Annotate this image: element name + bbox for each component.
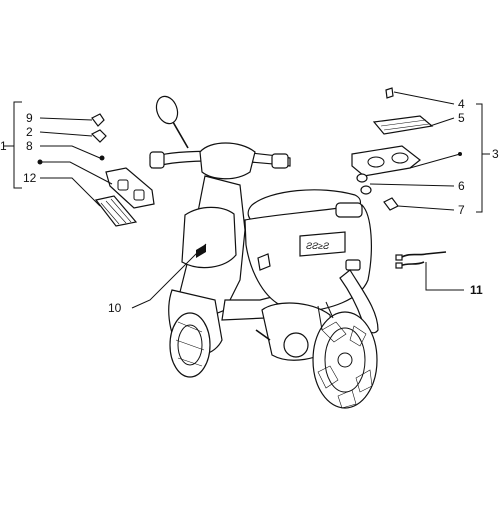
callout-6: 6	[458, 179, 465, 193]
leader-lines	[4, 91, 490, 309]
callout-4: 4	[458, 97, 465, 111]
part-2-bulb	[90, 129, 107, 143]
mirror-glass	[155, 95, 179, 125]
right-bracket	[476, 103, 483, 213]
callout-12: 12	[23, 171, 37, 185]
engine-cover	[283, 332, 309, 358]
loose-parts	[37, 87, 447, 269]
part-7-bulb	[383, 197, 399, 211]
left-bracket	[13, 101, 22, 189]
leader-10	[131, 243, 207, 309]
headset	[199, 142, 256, 180]
leader-7	[397, 205, 455, 211]
part-9-bulb	[91, 113, 105, 127]
lens-ribbing	[100, 198, 132, 225]
rear-panel-logo	[299, 231, 346, 257]
front-tread	[175, 321, 205, 367]
leader-3-dot	[458, 152, 462, 156]
callout-10: 10	[108, 301, 122, 315]
rear-hub	[337, 352, 353, 368]
part-4-screw	[385, 87, 394, 99]
cable-connector-b	[395, 262, 403, 269]
side-marker	[257, 253, 271, 271]
cable-connector-a	[395, 254, 403, 261]
part-8-screw	[99, 155, 105, 161]
callout-1: 1	[0, 139, 7, 153]
callout-2: 2	[26, 125, 33, 139]
rear-reflector	[345, 259, 361, 271]
rear-tire	[312, 311, 378, 409]
logo-mark: ƧƧ≥Ƨ	[306, 241, 329, 251]
callout-labels: 1 9 2 8 12 4 5 3 6 7 10 11	[0, 97, 499, 315]
side-panel	[181, 206, 237, 269]
rear-shock	[317, 301, 334, 331]
callout-7: 7	[458, 203, 465, 217]
tail-light	[335, 202, 363, 218]
part-6-bulb-a	[356, 173, 368, 183]
mirror-stem	[172, 121, 189, 149]
scooter-illustration: ƧƧ≥Ƨ	[149, 95, 379, 409]
housing-socket-b	[391, 152, 409, 164]
callout-3: 3	[492, 147, 499, 161]
right-grip	[271, 153, 289, 169]
side-reflector	[196, 244, 206, 258]
kickstand	[255, 329, 271, 341]
rear-tread	[317, 321, 373, 409]
lens-5-ribbing	[380, 119, 430, 131]
part-6-bulb-b	[360, 185, 372, 195]
part-3-rear-light-housing	[351, 145, 421, 177]
leader-8	[40, 145, 101, 159]
callout-5: 5	[458, 111, 465, 125]
part-11-cable	[399, 251, 447, 259]
callout-9: 9	[26, 111, 33, 125]
part-1-screw-marker	[37, 159, 43, 165]
part-12-lens	[94, 195, 138, 227]
part-11-cable-branch	[399, 261, 425, 267]
indicator-lamp-a	[117, 179, 129, 191]
leader-11	[425, 262, 464, 291]
leader-3-housing	[409, 153, 461, 169]
left-grip	[149, 151, 165, 169]
leader-9	[39, 117, 93, 121]
leader-12	[40, 177, 101, 207]
rear-rim	[324, 327, 366, 393]
rear-body	[244, 204, 372, 313]
part-1-front-indicator-housing	[105, 167, 155, 209]
callout-11: 11	[470, 283, 483, 297]
leader-5	[429, 117, 455, 127]
callout-8: 8	[26, 139, 33, 153]
leader-6	[369, 183, 455, 187]
leader-1-housing	[42, 161, 113, 185]
indicator-lamp-b	[133, 189, 145, 201]
housing-socket-a	[367, 156, 385, 168]
leader-4	[393, 91, 455, 105]
front-rim	[177, 324, 203, 366]
leader-2	[39, 131, 93, 137]
